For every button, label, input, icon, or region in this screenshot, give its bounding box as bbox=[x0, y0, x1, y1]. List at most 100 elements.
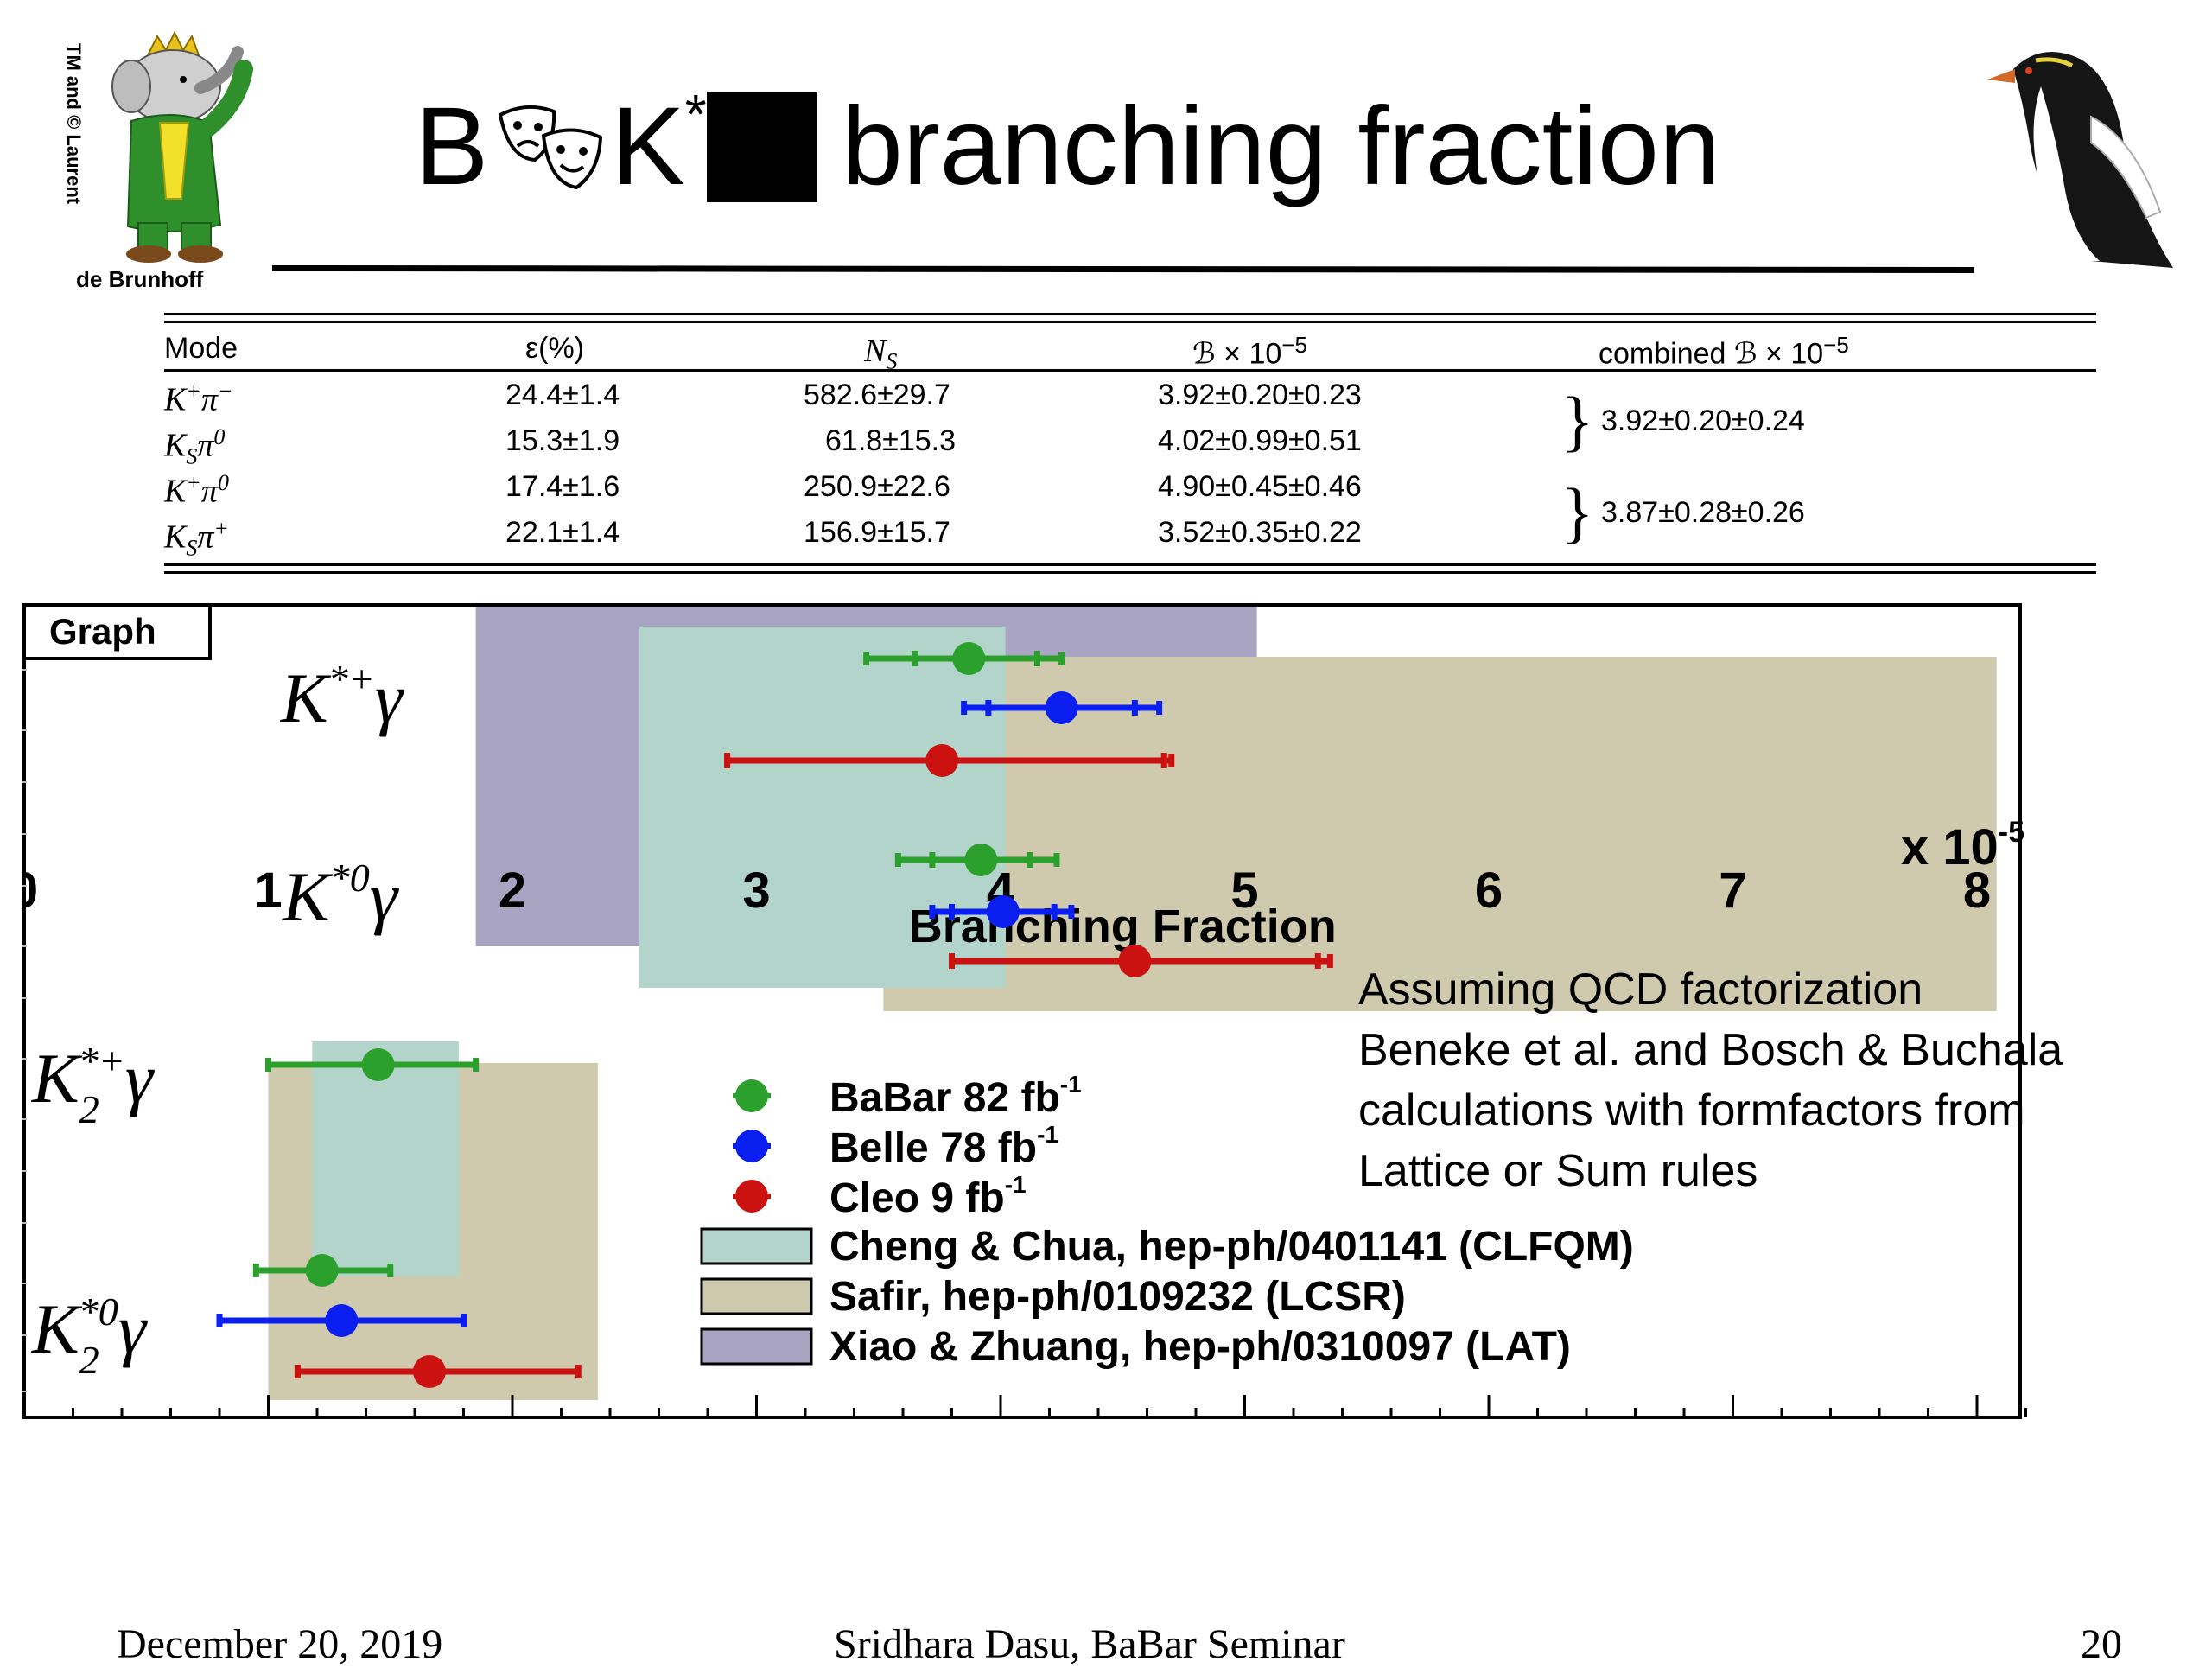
header-comb: combined ℬ × 10−5 bbox=[1599, 332, 1849, 371]
mode-charge: + bbox=[213, 516, 229, 541]
category-label: K*0γ bbox=[282, 856, 400, 936]
x-tick-label: 1 bbox=[254, 863, 282, 919]
mode-base: K bbox=[164, 519, 187, 556]
mode-base: K bbox=[164, 473, 187, 510]
marker bbox=[361, 1048, 395, 1081]
marker bbox=[986, 895, 1020, 928]
mode-charge: − bbox=[217, 379, 233, 404]
annotation-line-1: Assuming QCD factorization bbox=[1358, 965, 1923, 1015]
annotation-line-2: Beneke et al. and Bosch & Buchala bbox=[1358, 1025, 2063, 1075]
table-top-rule bbox=[164, 313, 2096, 323]
legend-label: Cleo 9 fb-1 bbox=[830, 1171, 1027, 1221]
plot-frame bbox=[22, 603, 2022, 1419]
marker bbox=[925, 744, 959, 777]
qcd-annotation: Assuming QCD factorization Beneke et al.… bbox=[1358, 959, 2063, 1201]
marker bbox=[952, 642, 986, 675]
category-label: K2*0γ bbox=[31, 1289, 149, 1382]
data-point bbox=[961, 691, 1163, 724]
mode-pi: π bbox=[200, 473, 218, 510]
header-bf-main: ℬ × 10 bbox=[1192, 337, 1282, 371]
mode-pi: π bbox=[197, 519, 214, 556]
mode-sub: S bbox=[186, 535, 198, 561]
mode-cell: KSπ+ bbox=[164, 516, 229, 561]
header-ns-sub: S bbox=[886, 348, 898, 374]
bf-cell: 3.52±0.35±0.22 bbox=[1158, 516, 1362, 549]
x-tick-label: 0 bbox=[22, 863, 38, 919]
marker bbox=[305, 1254, 339, 1287]
table-header-rule bbox=[164, 369, 2096, 372]
mode-base: K bbox=[164, 427, 187, 464]
mode-sub: S bbox=[186, 443, 198, 469]
legend-label: BaBar 82 fb-1 bbox=[830, 1071, 1082, 1121]
title-divider bbox=[271, 264, 1975, 274]
table-header-row: Mode ε(%) NS ℬ × 10−5 combined ℬ × 10−5 bbox=[164, 323, 2096, 374]
x-tick-label: 3 bbox=[742, 863, 770, 919]
x-tick-label: 7 bbox=[1719, 863, 1746, 919]
combined-2: 3.87±0.28±0.26 bbox=[1601, 496, 1805, 529]
footer-date: December 20, 2019 bbox=[117, 1621, 443, 1667]
ns-cell: 61.8±15.3 bbox=[825, 424, 957, 457]
data-point bbox=[216, 1304, 467, 1337]
eff-cell: 22.1±1.4 bbox=[505, 516, 620, 549]
combined-1: 3.92±0.20±0.24 bbox=[1601, 404, 1805, 437]
ns-cell: 582.6±29.7 bbox=[804, 379, 950, 411]
marker bbox=[1118, 945, 1152, 977]
penguin-logo bbox=[1961, 35, 2195, 285]
title-star: * bbox=[684, 83, 707, 145]
data-point bbox=[724, 744, 1175, 777]
header-ns-main: N bbox=[864, 333, 887, 369]
mode-pi: π bbox=[197, 427, 214, 464]
trademark-text: TM and © Laurent bbox=[63, 43, 85, 205]
marker bbox=[1045, 691, 1078, 724]
mode-pi: π bbox=[200, 381, 218, 418]
data-point bbox=[265, 1048, 480, 1081]
babar-logo: TM and © Laurent de Brunhoff bbox=[52, 26, 285, 294]
title-k: K bbox=[611, 85, 685, 208]
marker bbox=[325, 1304, 359, 1337]
theater-masks-icon bbox=[499, 105, 603, 190]
data-point bbox=[894, 844, 1060, 876]
x-tick-label: 2 bbox=[499, 863, 526, 919]
bf-cell: 4.02±0.99±0.51 bbox=[1158, 424, 1362, 457]
babar-elephant-king-icon: TM and © Laurent bbox=[63, 30, 253, 263]
brace-1: } bbox=[1561, 383, 1594, 458]
header-comb-exp: −5 bbox=[1823, 332, 1849, 358]
bf-cell: 4.90±0.45±0.46 bbox=[1158, 470, 1362, 503]
data-point bbox=[949, 945, 1333, 977]
legend-swatch bbox=[700, 1277, 813, 1315]
black-square-icon bbox=[706, 92, 817, 202]
mode-sup: + bbox=[186, 470, 201, 495]
data-point bbox=[294, 1355, 582, 1388]
x-tick-label: 6 bbox=[1475, 863, 1503, 919]
header-mode: Mode bbox=[164, 332, 238, 365]
category-label: K2*+γ bbox=[31, 1039, 156, 1131]
header-eff: ε(%) bbox=[525, 332, 585, 365]
legend-label: Xiao & Zhuang, hep-ph/0310097 (LAT) bbox=[830, 1324, 1571, 1370]
mode-base: K bbox=[164, 381, 187, 418]
footer-author: Sridhara Dasu, BaBar Seminar bbox=[834, 1621, 1345, 1667]
x-axis-title: Branching Fraction bbox=[909, 901, 1337, 952]
header-bf-exp: −5 bbox=[1281, 332, 1307, 358]
ns-cell: 250.9±22.6 bbox=[804, 470, 950, 503]
data-point bbox=[929, 895, 1075, 928]
marker bbox=[412, 1355, 446, 1388]
mode-charge: 0 bbox=[213, 424, 226, 449]
legend-swatch bbox=[700, 1327, 813, 1366]
graph-label-box bbox=[22, 603, 212, 660]
mode-cell: K+π0 bbox=[164, 470, 229, 515]
marker bbox=[964, 844, 998, 876]
header-bf: ℬ × 10−5 bbox=[1192, 332, 1307, 371]
penguin-icon bbox=[1987, 52, 2173, 268]
data-point bbox=[863, 642, 1065, 675]
legend-label: Belle 78 fb-1 bbox=[830, 1121, 1058, 1171]
mode-cell: K+π− bbox=[164, 379, 233, 423]
mode-sup: + bbox=[186, 379, 201, 404]
x-tick-label: 8 bbox=[1963, 863, 1991, 919]
brace-2: } bbox=[1561, 474, 1594, 550]
